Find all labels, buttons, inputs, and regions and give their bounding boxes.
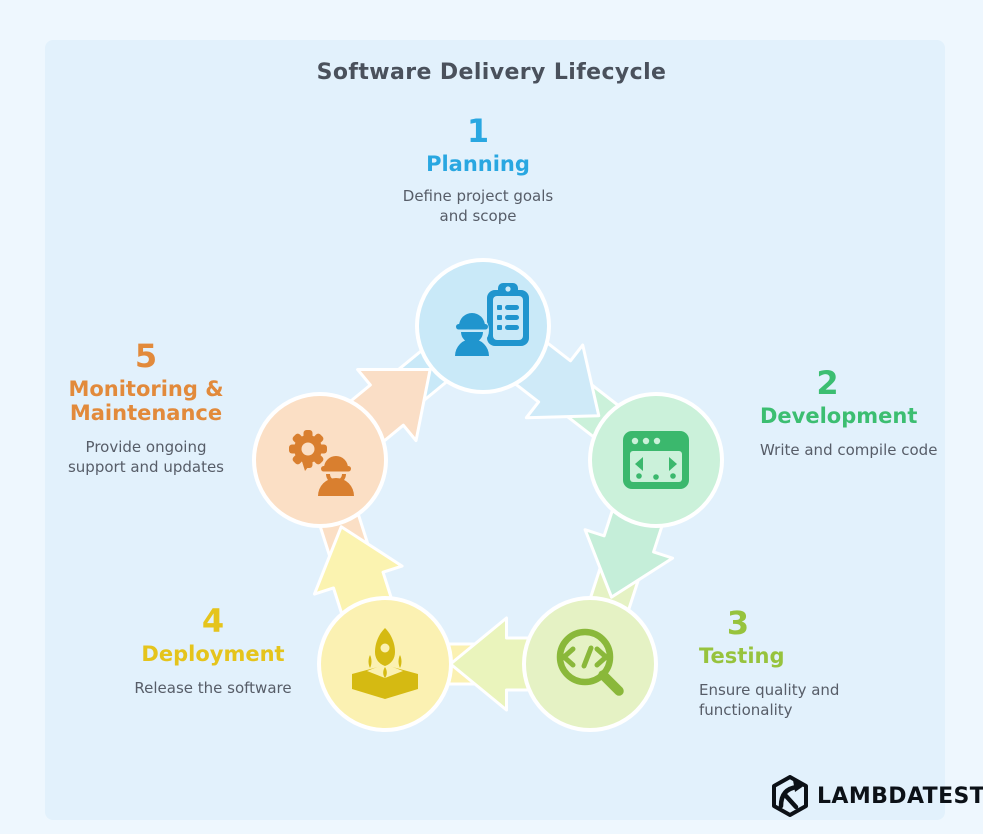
testing-circle (522, 596, 658, 732)
stage-number: 4 (201, 602, 225, 640)
stage-number: 5 (134, 337, 158, 375)
stage-number: 1 (466, 112, 490, 150)
stage-label-development: 2 Development Write and compile code (760, 364, 970, 461)
page-title: Software Delivery Lifecycle (316, 60, 667, 85)
code-window-icon (623, 431, 689, 489)
engineer-clipboard-icon (455, 283, 529, 356)
stage-label-monitoring: 5 Monitoring & Maintenance Provide ongoi… (26, 337, 266, 478)
stage-name: Deployment (141, 642, 285, 667)
stage-name: Planning (426, 152, 530, 177)
stage-description: Write and compile code (760, 441, 938, 460)
stage-label-testing: 3 Testing Ensure quality and functionali… (699, 604, 869, 721)
stage-description: Define project goals and scope (402, 187, 554, 226)
rocket-launch-icon (352, 628, 418, 699)
lambdatest-logo: LAMBDATEST (771, 775, 983, 817)
stage-name: Monitoring & Maintenance (68, 377, 224, 426)
stage-name: Development (760, 404, 918, 429)
lambdatest-wordmark: LAMBDATEST (817, 783, 983, 809)
stage-description: Release the software (134, 679, 292, 698)
gear-engineer-icon (289, 430, 354, 496)
code-search-icon (556, 628, 624, 696)
stage-number: 2 (816, 364, 839, 402)
stage-description: Provide ongoing support and updates (67, 438, 224, 477)
stage-label-deployment: 4 Deployment Release the software (93, 602, 333, 699)
stage-name: Testing (699, 644, 785, 669)
lambdatest-hexagon-icon (772, 775, 808, 817)
stage-label-planning: 1 Planning Define project goals and scop… (358, 112, 598, 227)
stage-number: 3 (726, 604, 750, 642)
stage-description: Ensure quality and functionality (699, 681, 840, 720)
